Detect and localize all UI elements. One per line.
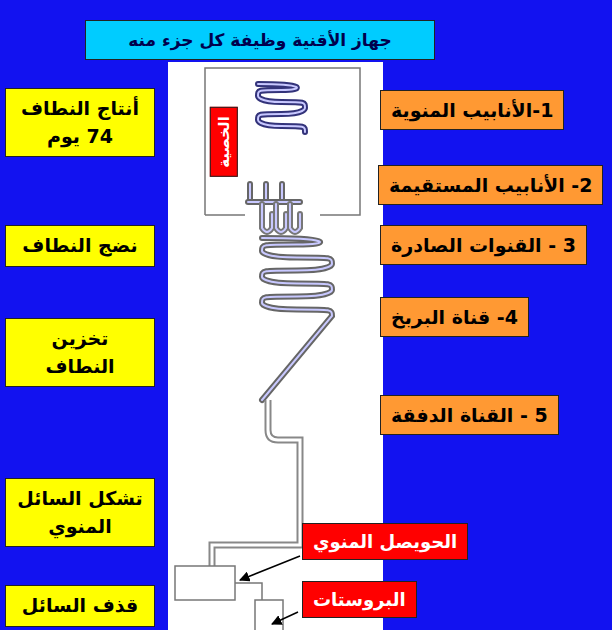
box-text: الخصية xyxy=(215,116,233,168)
organ-label: الحويصل المنوي xyxy=(302,523,468,560)
box-text: 3 - القنوات الصادرة xyxy=(391,234,576,256)
box-text: نضج النطاف xyxy=(14,232,146,260)
box-text: الحويصل المنوي xyxy=(313,531,457,552)
organ-label: الخصية xyxy=(210,107,238,177)
box-text: أنتاج النطاف 74 يوم xyxy=(14,95,146,150)
leader-line xyxy=(240,556,300,580)
box-text: تشكل السائل المنوي xyxy=(14,485,146,540)
vas-deferens xyxy=(212,400,300,566)
function-box: تشكل السائل المنوي xyxy=(5,478,155,547)
box-text: البروستات xyxy=(313,589,406,610)
box-text: قذف السائل xyxy=(14,592,146,620)
box-text: 2- الأنابيب المستقيمة xyxy=(389,174,592,196)
box-text: 1-الأنابيب المنوية xyxy=(391,99,553,121)
function-box: قذف السائل xyxy=(5,585,155,627)
title-banner: جهاز الأقنية وظيفة كل جزء منه xyxy=(85,20,435,60)
box-text: 5 - القناة الدفقة xyxy=(391,404,548,426)
part-box: 4- قناة البربخ xyxy=(380,297,529,337)
box-text: 4- قناة البربخ xyxy=(391,306,518,328)
function-box: أنتاج النطاف 74 يوم xyxy=(5,88,155,157)
tubule-coils xyxy=(248,84,332,400)
part-box: 1-الأنابيب المنوية xyxy=(380,90,564,130)
organ-label: البروستات xyxy=(302,581,417,618)
part-box: 5 - القناة الدفقة xyxy=(380,395,559,435)
part-box: 3 - القنوات الصادرة xyxy=(380,225,587,265)
testis-outline xyxy=(205,68,360,215)
leader-line xyxy=(272,612,298,624)
part-box: 2- الأنابيب المستقيمة xyxy=(378,165,603,205)
function-box: نضج النطاف xyxy=(5,225,155,267)
box-text: تخزين النطاف xyxy=(14,325,146,380)
function-box: تخزين النطاف xyxy=(5,318,155,387)
seminal-vesicle xyxy=(175,566,235,600)
prostate-gland xyxy=(255,600,283,630)
ejaculatory-link xyxy=(235,583,262,600)
